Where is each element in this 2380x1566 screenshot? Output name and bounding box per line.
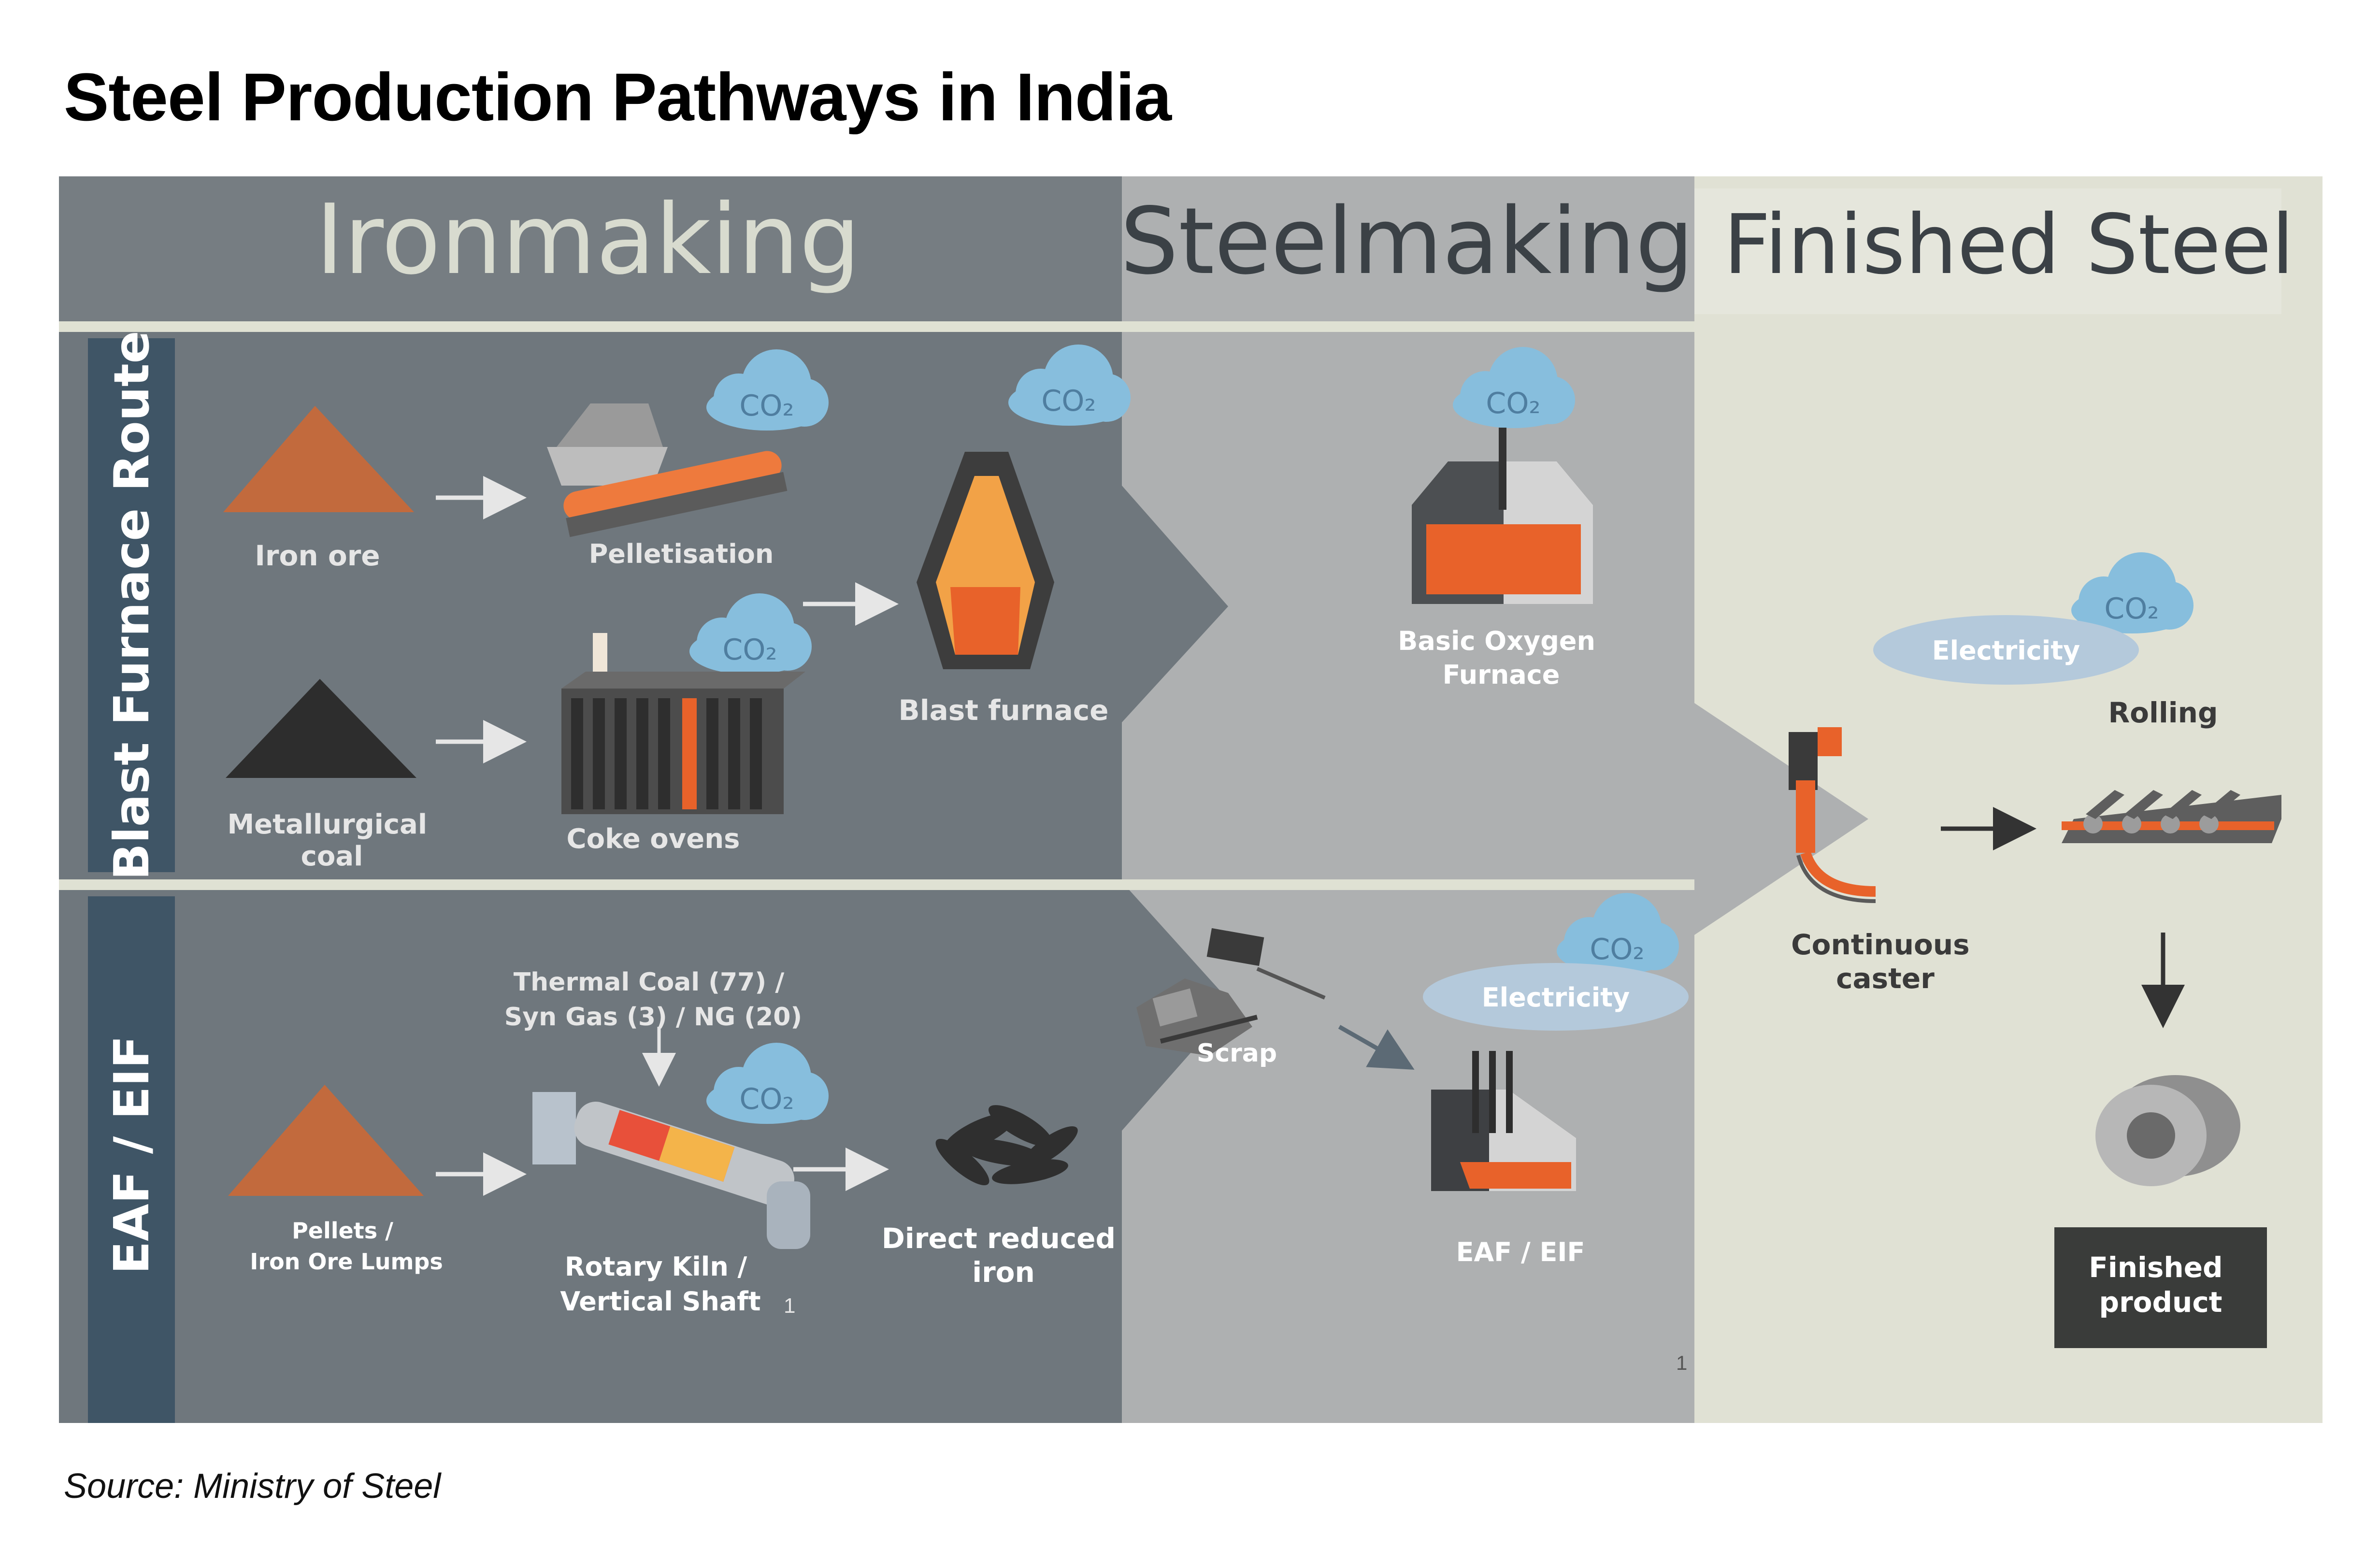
route-label-blast-furnace: Blast Furnace Route <box>103 330 160 880</box>
iron-ore-label: Iron ore <box>255 539 380 572</box>
scrap-label: Scrap <box>1197 1039 1277 1068</box>
continuous-caster-icon <box>1789 727 1876 903</box>
direct-reduced-iron-icon <box>935 1105 1078 1186</box>
source-note: Source: Ministry of Steel <box>64 1467 441 1506</box>
svg-text:Electricity: Electricity <box>1932 635 2080 666</box>
basic-oxygen-furnace-icon <box>1412 428 1593 604</box>
stray-mark: 1 <box>784 1294 795 1318</box>
coke-ovens-icon <box>561 633 805 814</box>
steelmaking-chevron <box>1694 176 1868 1423</box>
blast-furnace-label: Blast furnace <box>899 694 1109 727</box>
stage-header-ironmaking: Ironmaking <box>315 184 860 296</box>
co2-cloud-icon: CO₂ <box>706 1043 829 1124</box>
co2-cloud-icon: CO₂ <box>689 593 812 675</box>
route-divider <box>59 879 1694 890</box>
stage-header-steelmaking: Steelmaking <box>1120 188 1693 295</box>
co2-cloud-icon: CO₂ <box>1008 345 1131 426</box>
co2-cloud-icon: CO₂ <box>2071 552 2194 633</box>
direct-reduced-iron-label: Direct reduced iron <box>882 1222 1125 1289</box>
pellets-icon <box>228 1085 424 1196</box>
steel-coil-icon <box>2095 1075 2240 1186</box>
route-label-eaf-eif: EAF / EIF <box>103 1035 160 1274</box>
fuel-note: Thermal Coal (77) / Syn Gas (3) / NG (20… <box>504 968 802 1032</box>
rolling-mill-icon <box>2062 790 2281 843</box>
scrap-icon <box>1136 928 1326 1056</box>
electricity-badge-rolling: Electricity <box>1873 615 2139 685</box>
route-label-bar-eaf <box>88 896 175 1423</box>
basic-oxygen-furnace-label: Basic Oxygen Furnace <box>1398 626 1605 690</box>
svg-text:Electricity: Electricity <box>1482 982 1630 1013</box>
rolling-label: Rolling <box>2108 696 2218 729</box>
svg-text:CO₂: CO₂ <box>1590 933 1644 966</box>
svg-text:CO₂: CO₂ <box>739 389 794 423</box>
svg-text:CO₂: CO₂ <box>739 1082 794 1116</box>
svg-text:CO₂: CO₂ <box>1486 387 1540 420</box>
header-divider <box>59 321 1694 332</box>
pelletisation-label: Pelletisation <box>589 539 774 569</box>
metallurgical-coal-label: Metallurgical coal <box>227 809 436 872</box>
steel-pathways-diagram: Blast Furnace Route EAF / EIF Ironmaking… <box>59 176 2323 1423</box>
stage-header-finished-steel: Finished Steel <box>1723 197 2294 293</box>
rotary-kiln-icon <box>532 1092 810 1249</box>
finished-product-label: Finished product <box>2089 1251 2233 1319</box>
pelletisation-icon <box>547 403 788 537</box>
page-title: Steel Production Pathways in India <box>64 59 1172 135</box>
stray-mark: 1 <box>1676 1351 1687 1374</box>
coke-ovens-label: Coke ovens <box>567 823 740 855</box>
pellets-label: Pellets / Iron Ore Lumps <box>250 1218 443 1275</box>
continuous-caster-label: Continuous caster <box>1791 928 1979 995</box>
svg-text:CO₂: CO₂ <box>1041 384 1096 418</box>
eaf-eif-label: EAF / EIF <box>1456 1237 1585 1267</box>
svg-text:CO₂: CO₂ <box>722 633 777 667</box>
coal-icon <box>226 679 416 778</box>
route-label-bar-blast <box>88 338 175 872</box>
co2-cloud-icon: CO₂ <box>706 349 829 431</box>
electricity-badge-eaf: Electricity <box>1423 963 1689 1031</box>
finished-product-box <box>2054 1227 2267 1348</box>
ironmaking-header <box>59 176 1122 326</box>
rotary-kiln-label: Rotary Kiln / Vertical Shaft <box>560 1251 760 1317</box>
finished-header <box>1694 188 2281 314</box>
svg-text:CO₂: CO₂ <box>2104 592 2159 626</box>
blast-furnace-icon <box>917 452 1054 669</box>
iron-ore-icon <box>223 406 414 512</box>
co2-cloud-icon: CO₂ <box>1453 347 1575 428</box>
eaf-furnace-icon <box>1431 1051 1576 1191</box>
arrow <box>1338 1025 1415 1070</box>
co2-cloud-icon: CO₂ <box>1557 893 1679 974</box>
